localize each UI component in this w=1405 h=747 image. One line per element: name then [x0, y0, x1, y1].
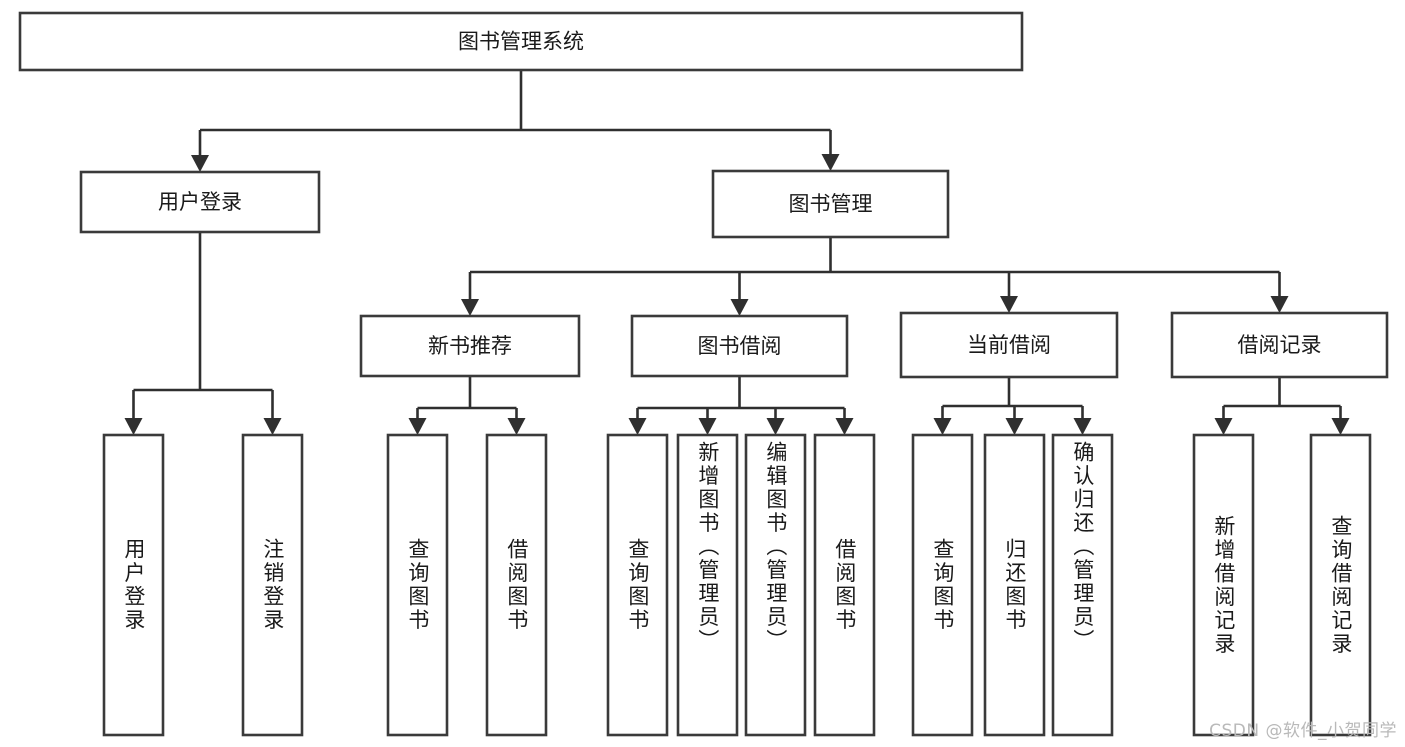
arrow-icon-add_borrow_record — [1214, 418, 1233, 435]
arrow-icon-edit_book_admin — [766, 418, 785, 435]
node-box-rec_borrow_book[interactable] — [485, 433, 548, 737]
node-box-borrow_query_book[interactable] — [606, 433, 669, 737]
node-box-return_book[interactable] — [983, 433, 1046, 737]
node-box-add_borrow_record[interactable] — [1192, 433, 1255, 737]
node-box-current_borrow[interactable] — [899, 311, 1119, 379]
arrow-icon-current_borrow — [1000, 296, 1018, 313]
arrow-icon-user_login_do — [124, 418, 143, 435]
arrow-icon-new_book_rec — [461, 299, 479, 316]
connectors-layer — [124, 70, 1350, 435]
arrow-icon-return_book — [1005, 418, 1024, 435]
watermark-text: CSDN @软件_小贺同学 — [1209, 721, 1397, 741]
arrow-icon-user_logout — [263, 418, 282, 435]
arrow-icon-borrow_query_book — [628, 418, 647, 435]
node-label-current_borrow: 当前借阅 — [967, 333, 1051, 357]
node-box-rec_query_book[interactable] — [386, 433, 449, 737]
arrow-icon-borrow_book — [835, 418, 854, 435]
node-box-user_logout[interactable] — [241, 433, 304, 737]
node-box-user_login_do[interactable] — [102, 433, 165, 737]
node-label-user_login: 用户登录 — [158, 190, 242, 214]
node-label-borrow_record: 借阅记录 — [1238, 333, 1322, 357]
node-label-new_book_rec: 新书推荐 — [428, 334, 512, 358]
arrow-icon-rec_query_book — [408, 418, 427, 435]
arrow-icon-rec_borrow_book — [507, 418, 526, 435]
arrow-icon-add_book_admin — [698, 418, 717, 435]
node-box-book_manage[interactable] — [711, 169, 950, 239]
arrow-icon-book_borrow — [730, 299, 749, 316]
arrow-icon-confirm_return_admin — [1073, 418, 1092, 435]
node-box-book_borrow[interactable] — [630, 314, 849, 378]
node-box-confirm_return_admin[interactable] — [1051, 433, 1114, 737]
node-box-borrow_record[interactable] — [1170, 311, 1389, 379]
arrow-icon-user_login — [191, 155, 209, 172]
node-box-cur_query_book[interactable] — [911, 433, 974, 737]
node-box-root[interactable] — [18, 11, 1024, 72]
node-box-borrow_book[interactable] — [813, 433, 876, 737]
arrow-icon-cur_query_book — [933, 418, 952, 435]
arrow-icon-borrow_record — [1270, 296, 1289, 313]
arrow-icon-query_borrow_record — [1331, 418, 1350, 435]
node-label-book_manage: 图书管理 — [789, 192, 873, 216]
node-box-user_login[interactable] — [79, 170, 321, 234]
node-box-new_book_rec[interactable] — [359, 314, 581, 378]
node-box-edit_book_admin[interactable] — [744, 433, 807, 737]
node-box-query_borrow_record[interactable] — [1309, 433, 1372, 737]
boxes-layer — [18, 11, 1389, 737]
node-label-root: 图书管理系统 — [458, 30, 584, 54]
arrow-icon-book_manage — [821, 154, 840, 171]
node-box-add_book_admin[interactable] — [676, 433, 739, 737]
node-label-book_borrow: 图书借阅 — [698, 334, 782, 358]
